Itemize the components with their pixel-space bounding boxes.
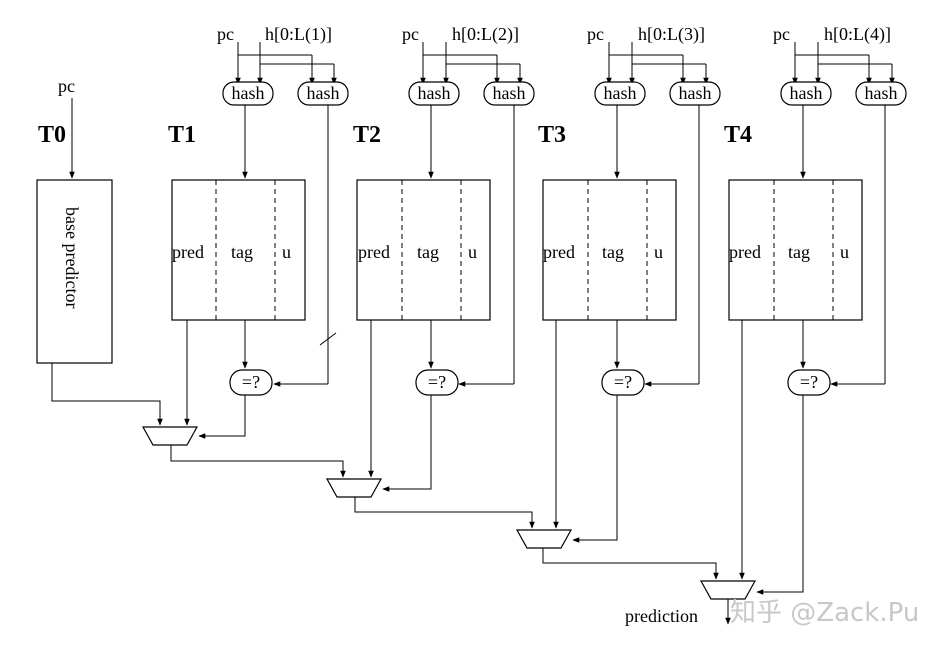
t3-pred-field: pred <box>543 242 575 262</box>
t4-history-label: h[0:L(4)] <box>824 24 891 45</box>
t3-tag-hash-label: hash <box>679 83 712 103</box>
t3-u-field: u <box>654 242 663 262</box>
t3-index-hash-label: hash <box>604 83 637 103</box>
mux-3 <box>515 529 573 549</box>
t2-index-hash-label: hash <box>418 83 451 103</box>
t1-tag-field: tag <box>231 242 253 262</box>
t3-index-hash <box>594 81 646 106</box>
t3-tag-hash <box>669 81 721 106</box>
t1-table <box>171 179 306 321</box>
t1-pc-label: pc <box>217 24 234 44</box>
t1-tag-hash-label: hash <box>307 83 340 103</box>
t2-u-field: u <box>468 242 477 262</box>
t4-index-hash-label: hash <box>790 83 823 103</box>
prediction-label: prediction <box>625 606 698 626</box>
t1-tag-compare <box>229 369 273 396</box>
tagged-table-t1-group: pc h[0:L(1)] hash hash T1 pred tag u =? <box>168 24 349 396</box>
t2-tag-hash-label: hash <box>493 83 526 103</box>
t1-history-label: h[0:L(1)] <box>265 24 332 45</box>
t2-pc-label: pc <box>402 24 419 44</box>
t3-tag-field: tag <box>602 242 624 262</box>
t4-compare-label: =? <box>800 372 818 392</box>
watermark: 知乎 @Zack.Pu <box>730 598 919 628</box>
t2-index-hash <box>408 81 460 106</box>
t4-tag-hash <box>855 81 907 106</box>
t3-table-name: T3 <box>538 122 566 148</box>
t1-table-name: T1 <box>168 122 196 148</box>
mux-4 <box>699 580 757 600</box>
t1-compare-label: =? <box>242 372 260 392</box>
t0-table-name: T0 <box>38 122 66 148</box>
t1-index-hash <box>222 81 274 106</box>
t2-history-label: h[0:L(2)] <box>452 24 519 45</box>
mux-2 <box>325 478 383 498</box>
t1-pred-field: pred <box>172 242 204 262</box>
tagged-table-t3-group: pc h[0:L(3)] hash hash T3 pred tag u =? <box>538 24 721 396</box>
t4-tag-hash-label: hash <box>865 83 898 103</box>
t4-tag-compare <box>787 369 831 396</box>
base-predictor-label: base predictor <box>62 207 82 308</box>
t4-index-hash <box>780 81 832 106</box>
t1-index-hash-label: hash <box>232 83 265 103</box>
t2-table <box>356 179 491 321</box>
t4-pred-field: pred <box>729 242 761 262</box>
t0-pc-label: pc <box>58 76 75 96</box>
t4-pc-label: pc <box>773 24 790 44</box>
t3-table <box>542 179 677 321</box>
mux-1 <box>141 426 199 446</box>
t2-table-name: T2 <box>353 122 381 148</box>
t2-tag-compare <box>415 369 459 396</box>
t3-tag-compare <box>601 369 645 396</box>
t1-tag-hash <box>297 81 349 106</box>
base-predictor-table <box>36 179 113 364</box>
t2-tag-field: tag <box>417 242 439 262</box>
t4-table <box>728 179 863 321</box>
t4-u-field: u <box>840 242 849 262</box>
t4-tag-field: tag <box>788 242 810 262</box>
t3-pc-label: pc <box>587 24 604 44</box>
t1-u-field: u <box>282 242 291 262</box>
t2-compare-label: =? <box>428 372 446 392</box>
t3-compare-label: =? <box>614 372 632 392</box>
tagged-table-t2-group: pc h[0:L(2)] hash hash T2 pred tag u =? <box>353 24 535 396</box>
t4-table-name: T4 <box>724 122 752 148</box>
t2-pred-field: pred <box>358 242 390 262</box>
tagged-table-t4-group: pc h[0:L(4)] hash hash T4 pred tag u =? <box>724 24 907 396</box>
t3-history-label: h[0:L(3)] <box>638 24 705 45</box>
t2-tag-hash <box>483 81 535 106</box>
